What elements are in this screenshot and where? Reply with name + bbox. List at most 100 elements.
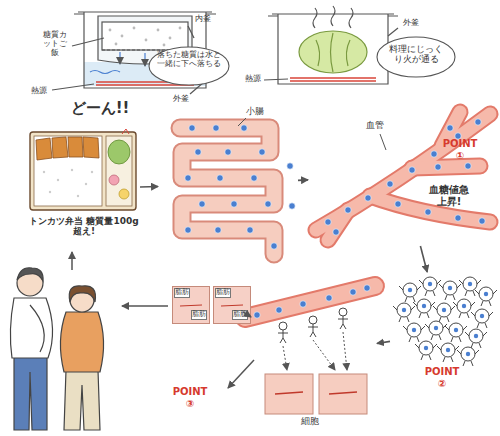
glucose-cluster-shape-part-part <box>461 347 475 361</box>
blood-vessel: 血管 <box>308 104 496 246</box>
blood-vessel-shape-part <box>395 201 401 207</box>
bento-box-shape-part <box>43 169 93 197</box>
rice-cooker-part <box>52 84 94 90</box>
glucose-cluster-shape-part <box>475 287 497 306</box>
label-text: 熱源 <box>240 74 266 83</box>
small-intestine-shape-part <box>271 243 277 249</box>
small-intestine-shape-part <box>289 203 295 209</box>
blood-vessel-shape-part-part-part <box>370 196 490 222</box>
callout-bubble: 落ちた糖質は水と一緒に下へ落ちる <box>148 46 230 86</box>
glucose-cluster-shape-part-part <box>423 277 437 291</box>
glucose-cluster-shape-part-part <box>419 341 433 355</box>
pot-cooker-part <box>290 78 376 81</box>
people-part <box>60 312 103 372</box>
label-text: 糖質カットご飯 <box>40 30 70 58</box>
glucose-cluster-shape-part-part <box>479 287 493 301</box>
node-text: 細胞 <box>290 416 330 426</box>
cell-uptake-shape-part-part <box>313 340 335 370</box>
small-intestine-shape-part <box>287 163 293 169</box>
glucose-cluster-shape-part <box>415 341 437 360</box>
glucose-cluster-shape-part-part <box>474 334 478 338</box>
glucose-cluster-shape-part-part <box>463 277 477 291</box>
pot-cooker-part <box>278 14 388 84</box>
glucose-cluster-shape-part <box>453 299 475 318</box>
glucose-cluster-shape-part-part <box>459 280 481 296</box>
flow-arrow <box>72 252 254 388</box>
glucose-cluster-shape-part-part <box>429 321 443 335</box>
flow-connector <box>377 341 390 343</box>
rice-cooker-part-part <box>144 53 145 66</box>
glucose-cluster-shape-part-part <box>465 332 487 348</box>
blood-vessel-shape-part <box>325 219 331 225</box>
glucose-cluster-shape-part <box>465 329 487 348</box>
glucose-cluster-shape-part-part <box>445 326 467 342</box>
glucose-cluster-shape-part <box>399 283 421 302</box>
glucose-cluster-shape-part-part <box>434 326 438 330</box>
blood-vessel-shape-part-part-part <box>370 196 490 222</box>
people-part <box>14 356 47 430</box>
cell-uptake-shape-part-part <box>343 332 347 370</box>
glucose-cluster-shape-part-part <box>468 282 472 286</box>
small-intestine-shape-part <box>185 175 191 181</box>
glucose-cluster-shape-part-part <box>412 328 416 332</box>
cell-uptake-shape <box>243 278 377 430</box>
glucose-cluster-shape-part-part <box>471 312 493 328</box>
glucose-cluster-shape-part-part <box>413 302 435 318</box>
glucose-cluster-shape-part-part <box>417 299 431 313</box>
glucose-cluster-shape-part <box>403 323 425 342</box>
small-intestine-shape-part <box>213 125 219 131</box>
glucose-cluster-shape-part-part <box>397 303 411 317</box>
callout-bubble-shape-part <box>149 47 229 85</box>
glucose-cluster-shape-part-part <box>439 284 461 300</box>
bento-box-shape-part-part <box>49 191 51 193</box>
cell-uptake-shape-part <box>326 295 332 301</box>
rice-cooker-part-part <box>109 29 112 32</box>
cell-uptake-shape-part-part <box>338 316 348 329</box>
rice-cooker-part-part <box>179 27 182 30</box>
cell-uptake-shape-part-part <box>278 330 288 343</box>
glucose-cluster-shape-part-part <box>403 283 417 297</box>
cell-uptake-shape-part <box>300 301 306 307</box>
cell-uptake-shape-part-part <box>279 322 287 330</box>
glucose-cluster-shape-part <box>437 343 459 362</box>
pot-cooker-part <box>316 33 350 72</box>
glucose-cluster-shape-part-part <box>424 346 428 350</box>
label-text: 血糖値急上昇! <box>426 184 472 207</box>
node-text: 料理にじっくり火が通る <box>386 45 446 65</box>
bento-box-shape-part <box>30 132 136 210</box>
fat-cell-shape-part <box>214 287 251 324</box>
glucose-cluster-shape-part-part <box>442 308 446 312</box>
people-part <box>69 286 95 302</box>
fat-cell-shape-part <box>173 287 210 324</box>
cell-uptake-shape-part-part <box>309 316 317 324</box>
cell-uptake-shape-part <box>319 374 367 414</box>
blood-vessel-shape-part-part <box>316 112 490 240</box>
glucose-cluster-shape-part-part <box>419 280 441 296</box>
cell-uptake-shape-part <box>278 322 288 343</box>
small-intestine-shape-part <box>238 118 246 126</box>
bento-box-shape-part <box>34 136 102 206</box>
rice-cooker-part-part <box>169 37 172 40</box>
blood-vessel-shape <box>308 104 496 246</box>
glucose-cluster-shape-part <box>413 299 435 318</box>
blood-vessel-shape-part <box>380 134 386 150</box>
glucose-cluster-shape-part-part <box>457 350 479 366</box>
blood-vessel-shape-part <box>425 209 431 215</box>
rice-cooker-part-part <box>163 44 166 47</box>
small-intestine-shape-part <box>199 201 205 207</box>
glucose-cluster-shape-part-part <box>402 308 406 312</box>
cell-uptake-shape-part <box>275 392 357 394</box>
tag-text: 脂肪 <box>191 310 207 320</box>
pot-cooker <box>264 6 398 84</box>
small-intestine-shape-part <box>247 227 253 233</box>
glucose-cluster-shape-part-part <box>393 306 415 322</box>
cell-uptake-shape-part-part <box>245 286 375 318</box>
blood-vessel-shape-part <box>409 167 415 173</box>
cell-uptake-shape-part <box>254 312 260 318</box>
glucose-cluster-shape-part-part <box>425 324 447 340</box>
small-intestine-shape-part-part <box>180 128 274 254</box>
small-intestine-shape-part <box>225 149 231 155</box>
blood-vessel-shape-part <box>475 119 481 125</box>
